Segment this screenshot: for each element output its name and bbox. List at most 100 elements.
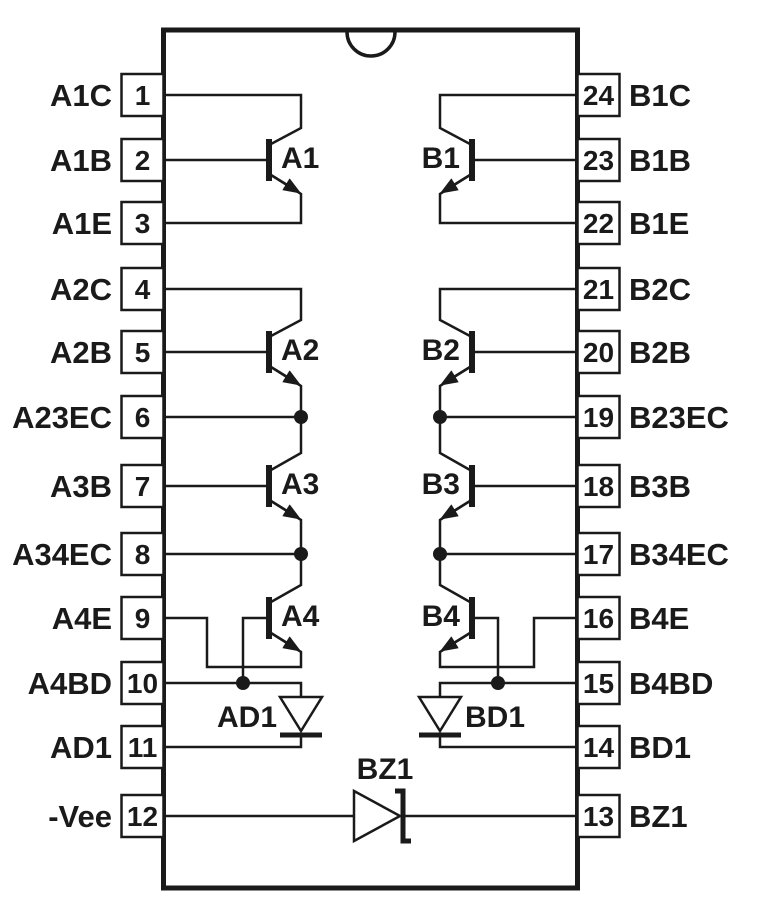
pin15-wire (438, 681, 575, 697)
emitter-arrow-icon (270, 499, 302, 520)
pin-label: B4BD (629, 666, 713, 701)
pin-label: B1C (629, 78, 691, 113)
pin-number: 4 (135, 274, 151, 305)
transistor-B4: B4 (422, 554, 575, 683)
collector-wire (166, 93, 303, 146)
pin-label: B34EC (629, 537, 729, 572)
emitter-arrow-icon (439, 631, 471, 652)
ic-body (161, 27, 580, 891)
pin-box (120, 200, 165, 246)
pin-box (120, 531, 165, 577)
pin-box (576, 72, 621, 118)
pin-left-3: 3 A1E (52, 200, 165, 246)
base-wire (475, 616, 500, 683)
transistor-label: B3 (422, 468, 460, 501)
pin-box (576, 394, 621, 440)
pin-label: B4E (629, 601, 689, 636)
pin-box (576, 200, 621, 246)
pin-label: A4E (52, 601, 112, 636)
pin-number: 18 (583, 471, 614, 502)
pin10-wire (166, 681, 303, 697)
pin-left-11: 11 AD1 (50, 724, 165, 770)
pin-label: B1E (629, 206, 689, 241)
pin-number: 6 (135, 402, 151, 433)
pin-number: 15 (583, 668, 614, 699)
pin-right-22: 22 B1E (576, 200, 689, 246)
pin-label: BZ1 (629, 799, 688, 834)
pin-number: 11 (128, 732, 158, 763)
pin-number: 7 (135, 471, 151, 502)
pin-box (576, 595, 621, 641)
pin-number: 8 (135, 539, 151, 570)
pin-label: B2B (629, 335, 691, 370)
pin-right-24: 24 B1C (576, 72, 691, 118)
pin-number: 10 (127, 668, 158, 699)
pin-box (576, 531, 621, 577)
pin-label: A34EC (12, 537, 112, 572)
pin-box (576, 724, 621, 770)
pin-left-4: 4 A2C (50, 266, 165, 312)
collector-wire (438, 554, 471, 604)
transistor-label: A1 (281, 142, 319, 175)
pin-left-5: 5 A2B (50, 329, 165, 375)
transistor-label: B4 (422, 600, 461, 633)
diode-triangle-icon (416, 695, 464, 734)
pin-right-18: 18 B3B (576, 463, 691, 509)
base-wire (241, 616, 266, 683)
collector-wire (438, 93, 575, 146)
pin-label: A1C (50, 78, 112, 113)
pin-label: A2B (50, 335, 112, 370)
pin-box (576, 137, 621, 183)
pin-right-21: 21 B2C (576, 266, 691, 312)
transistor-A2: A2 (166, 287, 319, 417)
junction-dot (491, 676, 505, 690)
pin-label: B1B (629, 143, 691, 178)
pin-box (576, 660, 621, 706)
collector-wire (166, 287, 303, 338)
pin-label: A4BD (28, 666, 112, 701)
cathode-wire (166, 735, 303, 749)
pin-left-8: 8 A34EC (12, 531, 165, 577)
collector-wire (270, 554, 303, 604)
pin-left-6: 6 A23EC (12, 394, 165, 440)
pin-box (576, 463, 621, 509)
transistor-A3: A3 (166, 417, 319, 554)
pin-label: AD1 (50, 730, 112, 765)
zener-triangle-icon (352, 788, 403, 844)
pin-label: BD1 (629, 730, 691, 765)
transistor-B1: B1 (422, 93, 575, 225)
pin-number: 23 (583, 145, 614, 176)
pin-number: 19 (583, 402, 614, 433)
diode-BD1: BD1 (416, 695, 575, 749)
pin-right-20: 20 B2B (576, 329, 691, 375)
pin-number: 2 (135, 145, 151, 176)
pin-box (120, 793, 165, 839)
pin-label: B23EC (629, 400, 729, 435)
diode-triangle-icon (277, 695, 325, 734)
pin-number: 20 (583, 337, 614, 368)
pin-box (576, 266, 621, 312)
diode-label: BD1 (465, 701, 525, 734)
pin-number: 12 (127, 801, 158, 832)
transistor-label: A3 (281, 468, 319, 501)
pin-box (120, 72, 165, 118)
transistor-A1: A1 (166, 93, 319, 225)
pin-box (120, 463, 165, 509)
pin-box (120, 266, 165, 312)
transistor-B3: B3 (422, 417, 575, 554)
cathode-wire (438, 735, 575, 749)
junction-dot (236, 676, 250, 690)
pin-number: 1 (135, 80, 151, 111)
transistor-label: B2 (422, 334, 460, 367)
pin-left-1: 1 A1C (50, 72, 165, 118)
collector-wire (438, 287, 575, 338)
diode-AD1: AD1 (166, 695, 325, 749)
pin-right-15: 15 B4BD (576, 660, 713, 706)
pin-number: 14 (583, 732, 615, 763)
emitter-arrow-icon (439, 365, 471, 386)
transistor-B2: B2 (422, 287, 575, 417)
pin-label: A1E (52, 206, 112, 241)
pin-box (120, 137, 165, 183)
